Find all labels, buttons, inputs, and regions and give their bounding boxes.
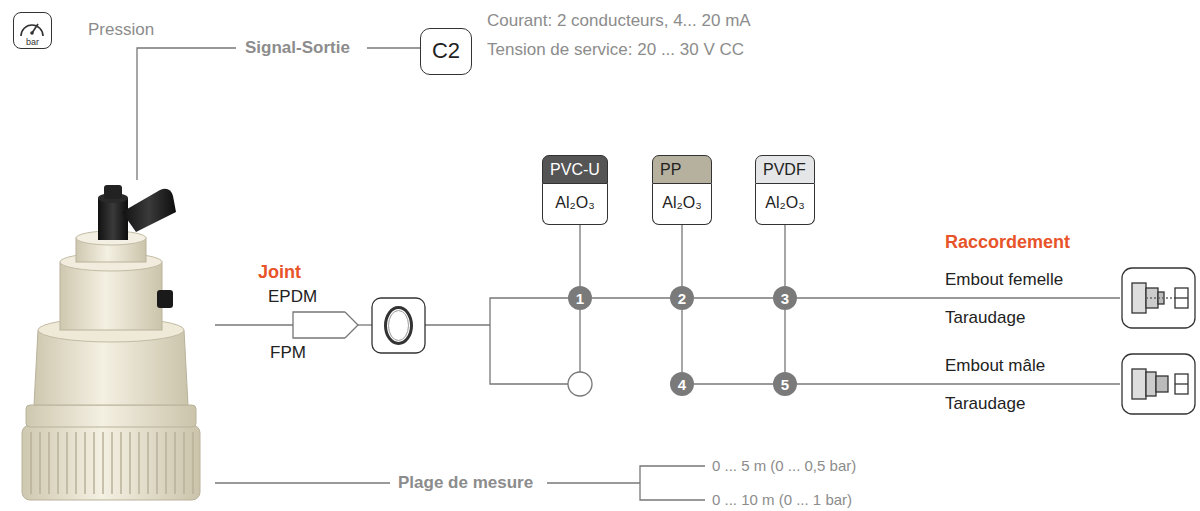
signal-box: C2 bbox=[420, 28, 472, 75]
range-value: 0 ... 10 m (0 ... 1 bar) bbox=[712, 491, 852, 508]
connector-line bbox=[681, 310, 682, 372]
material-box: PPAl₂O₃ bbox=[652, 155, 712, 225]
callout-number: 4 bbox=[670, 372, 694, 396]
section-title: Plage de mesure bbox=[398, 473, 533, 493]
material-box: PVC-UAl₂O₃ bbox=[542, 155, 608, 225]
callout-number: 5 bbox=[781, 376, 789, 393]
material-box: PVDFAl₂O₃ bbox=[755, 155, 815, 225]
callout-number: 1 bbox=[576, 290, 584, 307]
material-name: PVC-U bbox=[542, 155, 608, 184]
callout-number: 3 bbox=[773, 286, 797, 310]
connector-line bbox=[592, 297, 670, 298]
male-spigot-icon bbox=[1122, 354, 1195, 414]
connector-line bbox=[694, 297, 773, 298]
ceramic-name: Al₂O₃ bbox=[542, 184, 608, 225]
signal-code: C2 bbox=[432, 38, 460, 64]
o-ring-icon bbox=[372, 298, 425, 353]
leader-lines bbox=[137, 48, 1120, 500]
empty-circle bbox=[568, 372, 592, 396]
connector-line bbox=[681, 225, 682, 286]
spec-text: Courant: 2 conducteurs, 4... 20 mA bbox=[487, 11, 751, 31]
material-name: PP bbox=[652, 155, 712, 184]
measure-type: Pression bbox=[88, 20, 154, 40]
ceramic-name: Al₂O₃ bbox=[755, 184, 815, 225]
pressure-sensor bbox=[22, 185, 200, 500]
seal-name: EPDM bbox=[268, 287, 317, 307]
connection-name: Taraudage bbox=[945, 394, 1025, 414]
callout-number: 2 bbox=[678, 290, 686, 307]
spec-text: Tension de service: 20 ... 30 V CC bbox=[487, 40, 744, 60]
connector-line bbox=[784, 225, 785, 286]
section-title: Joint bbox=[258, 262, 301, 283]
callout-number: 1 bbox=[568, 286, 592, 310]
connector-line bbox=[579, 225, 580, 286]
unit-text: bar bbox=[14, 37, 51, 47]
material-name: PVDF bbox=[755, 155, 815, 184]
section-title: Raccordement bbox=[945, 232, 1070, 253]
connection-name: Embout femelle bbox=[945, 270, 1063, 290]
ceramic-name: Al₂O₃ bbox=[652, 184, 712, 225]
section-title: Signal-Sortie bbox=[245, 38, 350, 58]
female-socket-icon bbox=[1122, 268, 1195, 328]
callout-number: 4 bbox=[678, 376, 686, 393]
connector-line bbox=[694, 383, 773, 384]
connector-line bbox=[784, 310, 785, 372]
callout-number: 2 bbox=[670, 286, 694, 310]
range-value: 0 ... 5 m (0 ... 0,5 bar) bbox=[712, 457, 856, 474]
pressure-icon: bar bbox=[13, 12, 52, 49]
callout-number: 3 bbox=[781, 290, 789, 307]
callout-number: 5 bbox=[773, 372, 797, 396]
seal-name: FPM bbox=[270, 343, 306, 363]
connection-name: Embout mâle bbox=[945, 356, 1045, 376]
connection-name: Taraudage bbox=[945, 308, 1025, 328]
